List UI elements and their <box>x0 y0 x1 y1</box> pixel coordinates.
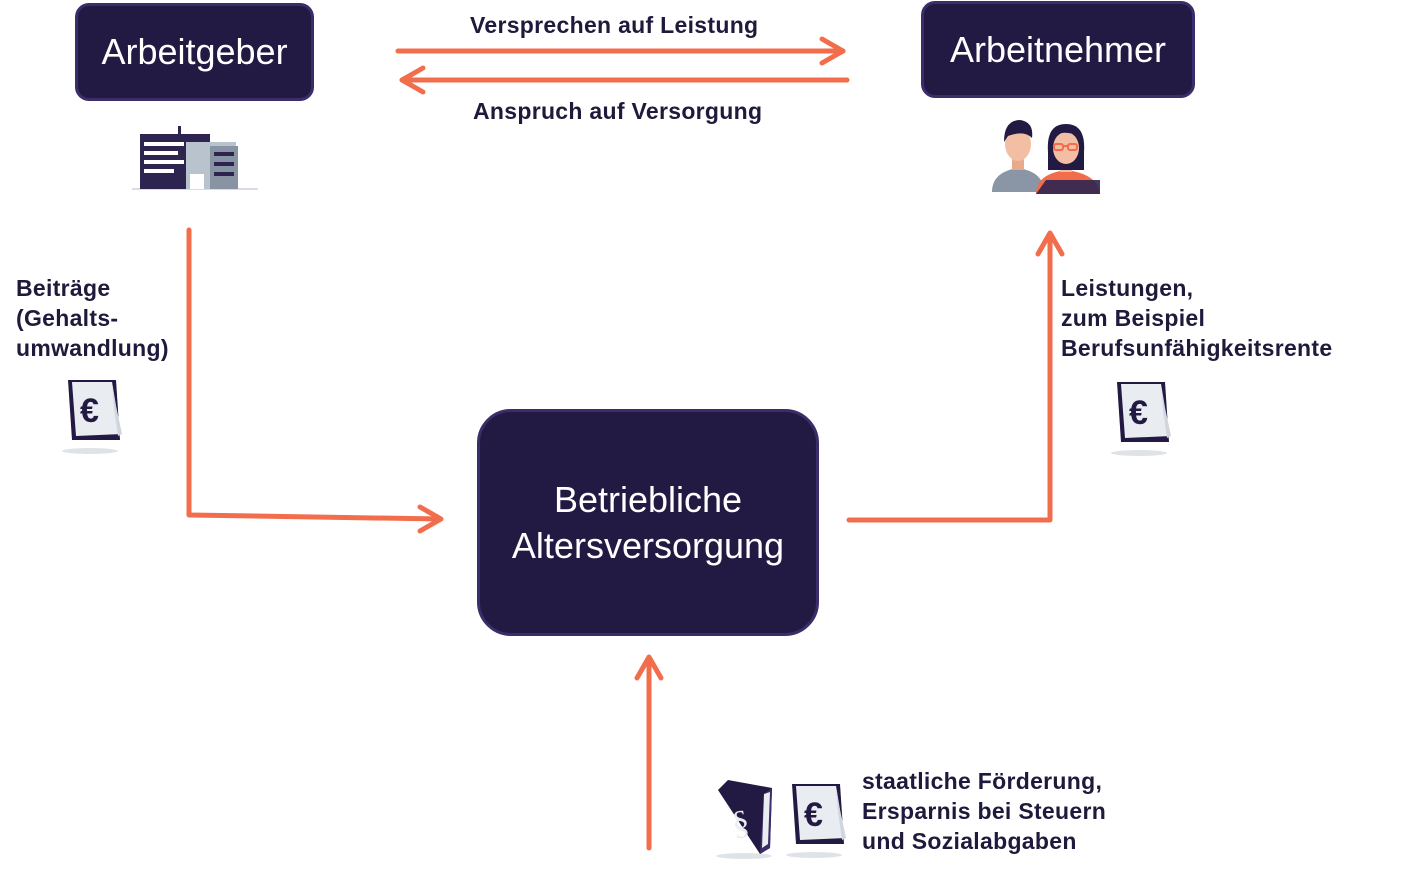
arrow-promise <box>395 36 846 66</box>
arrow-contributions <box>186 227 444 534</box>
promise-label: Versprechen auf Leistung <box>470 12 759 38</box>
employee-box: Arbeitnehmer <box>921 1 1195 98</box>
claim-label: Anspruch auf Versorgung <box>473 98 763 124</box>
employer-label: Arbeitgeber <box>101 31 288 72</box>
arrow-subsidy <box>634 654 664 851</box>
euro-document-icon-contributions: € <box>62 380 122 454</box>
pension-label-line2: Altersversorgung <box>511 524 785 566</box>
building-icon <box>132 126 258 190</box>
law-book-icon: § <box>716 780 772 859</box>
arrow-benefits <box>846 230 1065 523</box>
contributions-label: Beiträge (Gehalts- umwandlung) <box>16 273 169 363</box>
contributions-line2: (Gehalts- <box>16 305 119 331</box>
people-icon <box>992 120 1100 194</box>
euro-glyph: € <box>80 392 99 430</box>
arrow-claim <box>399 65 850 95</box>
subsidy-line2: Ersparnis bei Steuern <box>862 798 1107 824</box>
euro-glyph: € <box>1129 394 1148 432</box>
employee-label: Arbeitnehmer <box>949 28 1167 70</box>
subsidy-line3: und Sozialabgaben <box>862 828 1077 854</box>
contributions-line1: Beiträge <box>16 275 111 301</box>
euro-document-icon-benefits: € <box>1111 382 1171 456</box>
euro-document-icon-subsidy: € <box>786 784 846 858</box>
pension-label-line1: Betriebliche <box>553 478 743 520</box>
benefits-line1: Leistungen, <box>1061 275 1194 301</box>
paragraph-glyph: § <box>730 804 752 843</box>
pension-box: Betriebliche Altersversorgung <box>477 409 819 636</box>
benefits-label: Leistungen, zum Beispiel Berufsunfähigke… <box>1061 273 1332 363</box>
euro-glyph: € <box>804 796 823 834</box>
employer-box: Arbeitgeber <box>75 3 314 101</box>
contributions-line3: umwandlung) <box>16 335 169 361</box>
benefits-line3: Berufsunfähigkeitsrente <box>1061 335 1333 361</box>
subsidy-line1: staatliche Förderung, <box>862 768 1103 794</box>
subsidy-label: staatliche Förderung, Ersparnis bei Steu… <box>862 766 1106 856</box>
benefits-line2: zum Beispiel <box>1061 305 1206 331</box>
